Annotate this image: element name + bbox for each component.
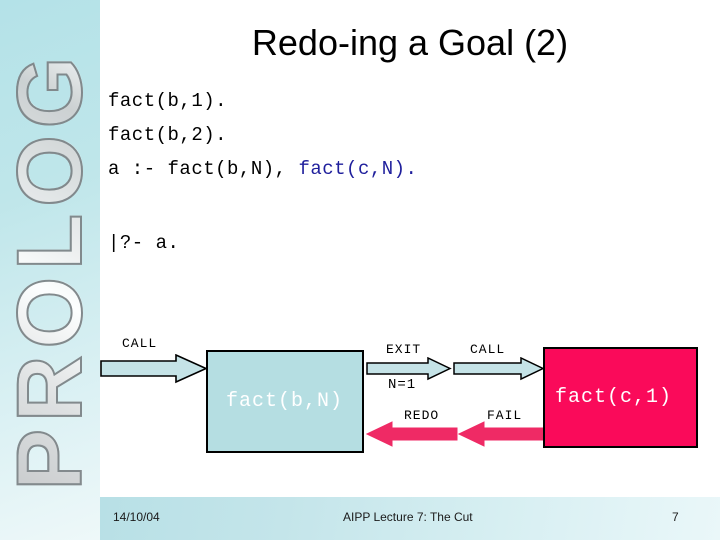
code-line-rule-a: a :- fact(b,N), fact(c,N). <box>108 158 417 180</box>
binding-label-n-equals-1: N=1 <box>388 377 417 393</box>
code-rule-head: a :- fact(b,N), <box>108 158 299 180</box>
redo-arrow-icon <box>366 421 458 447</box>
footer-page-number: 7 <box>672 510 679 524</box>
page-title: Redo-ing a Goal (2) <box>251 22 569 63</box>
box-fact-b-n: fact(b,N) <box>206 350 364 453</box>
arrow-label-call-2: CALL <box>470 342 506 357</box>
arrow-label-exit: EXIT <box>386 342 422 357</box>
arrow-label-call-1: CALL <box>122 336 158 351</box>
call-arrow-2-icon <box>453 357 545 381</box>
footer-date: 14/10/04 <box>113 510 160 524</box>
footer-lecture-title: AIPP Lecture 7: The Cut <box>343 510 473 524</box>
code-line-fact-b-1: fact(b,1). <box>108 90 228 112</box>
box-fact-c-1: fact(c,1) <box>543 347 698 448</box>
code-rule-goal-highlight: fact(c,N). <box>298 158 418 180</box>
fail-arrow-icon <box>458 421 546 447</box>
code-line-fact-b-2: fact(b,2). <box>108 124 228 146</box>
arrow-label-redo: REDO <box>404 408 440 423</box>
exit-arrow-icon <box>366 357 452 381</box>
code-line-query: |?- a. <box>108 232 180 254</box>
call-arrow-1-icon <box>100 354 208 384</box>
arrow-label-fail: FAIL <box>487 408 523 423</box>
footer-band <box>100 497 720 540</box>
prolog-sidebar: PROLOG <box>0 0 102 540</box>
